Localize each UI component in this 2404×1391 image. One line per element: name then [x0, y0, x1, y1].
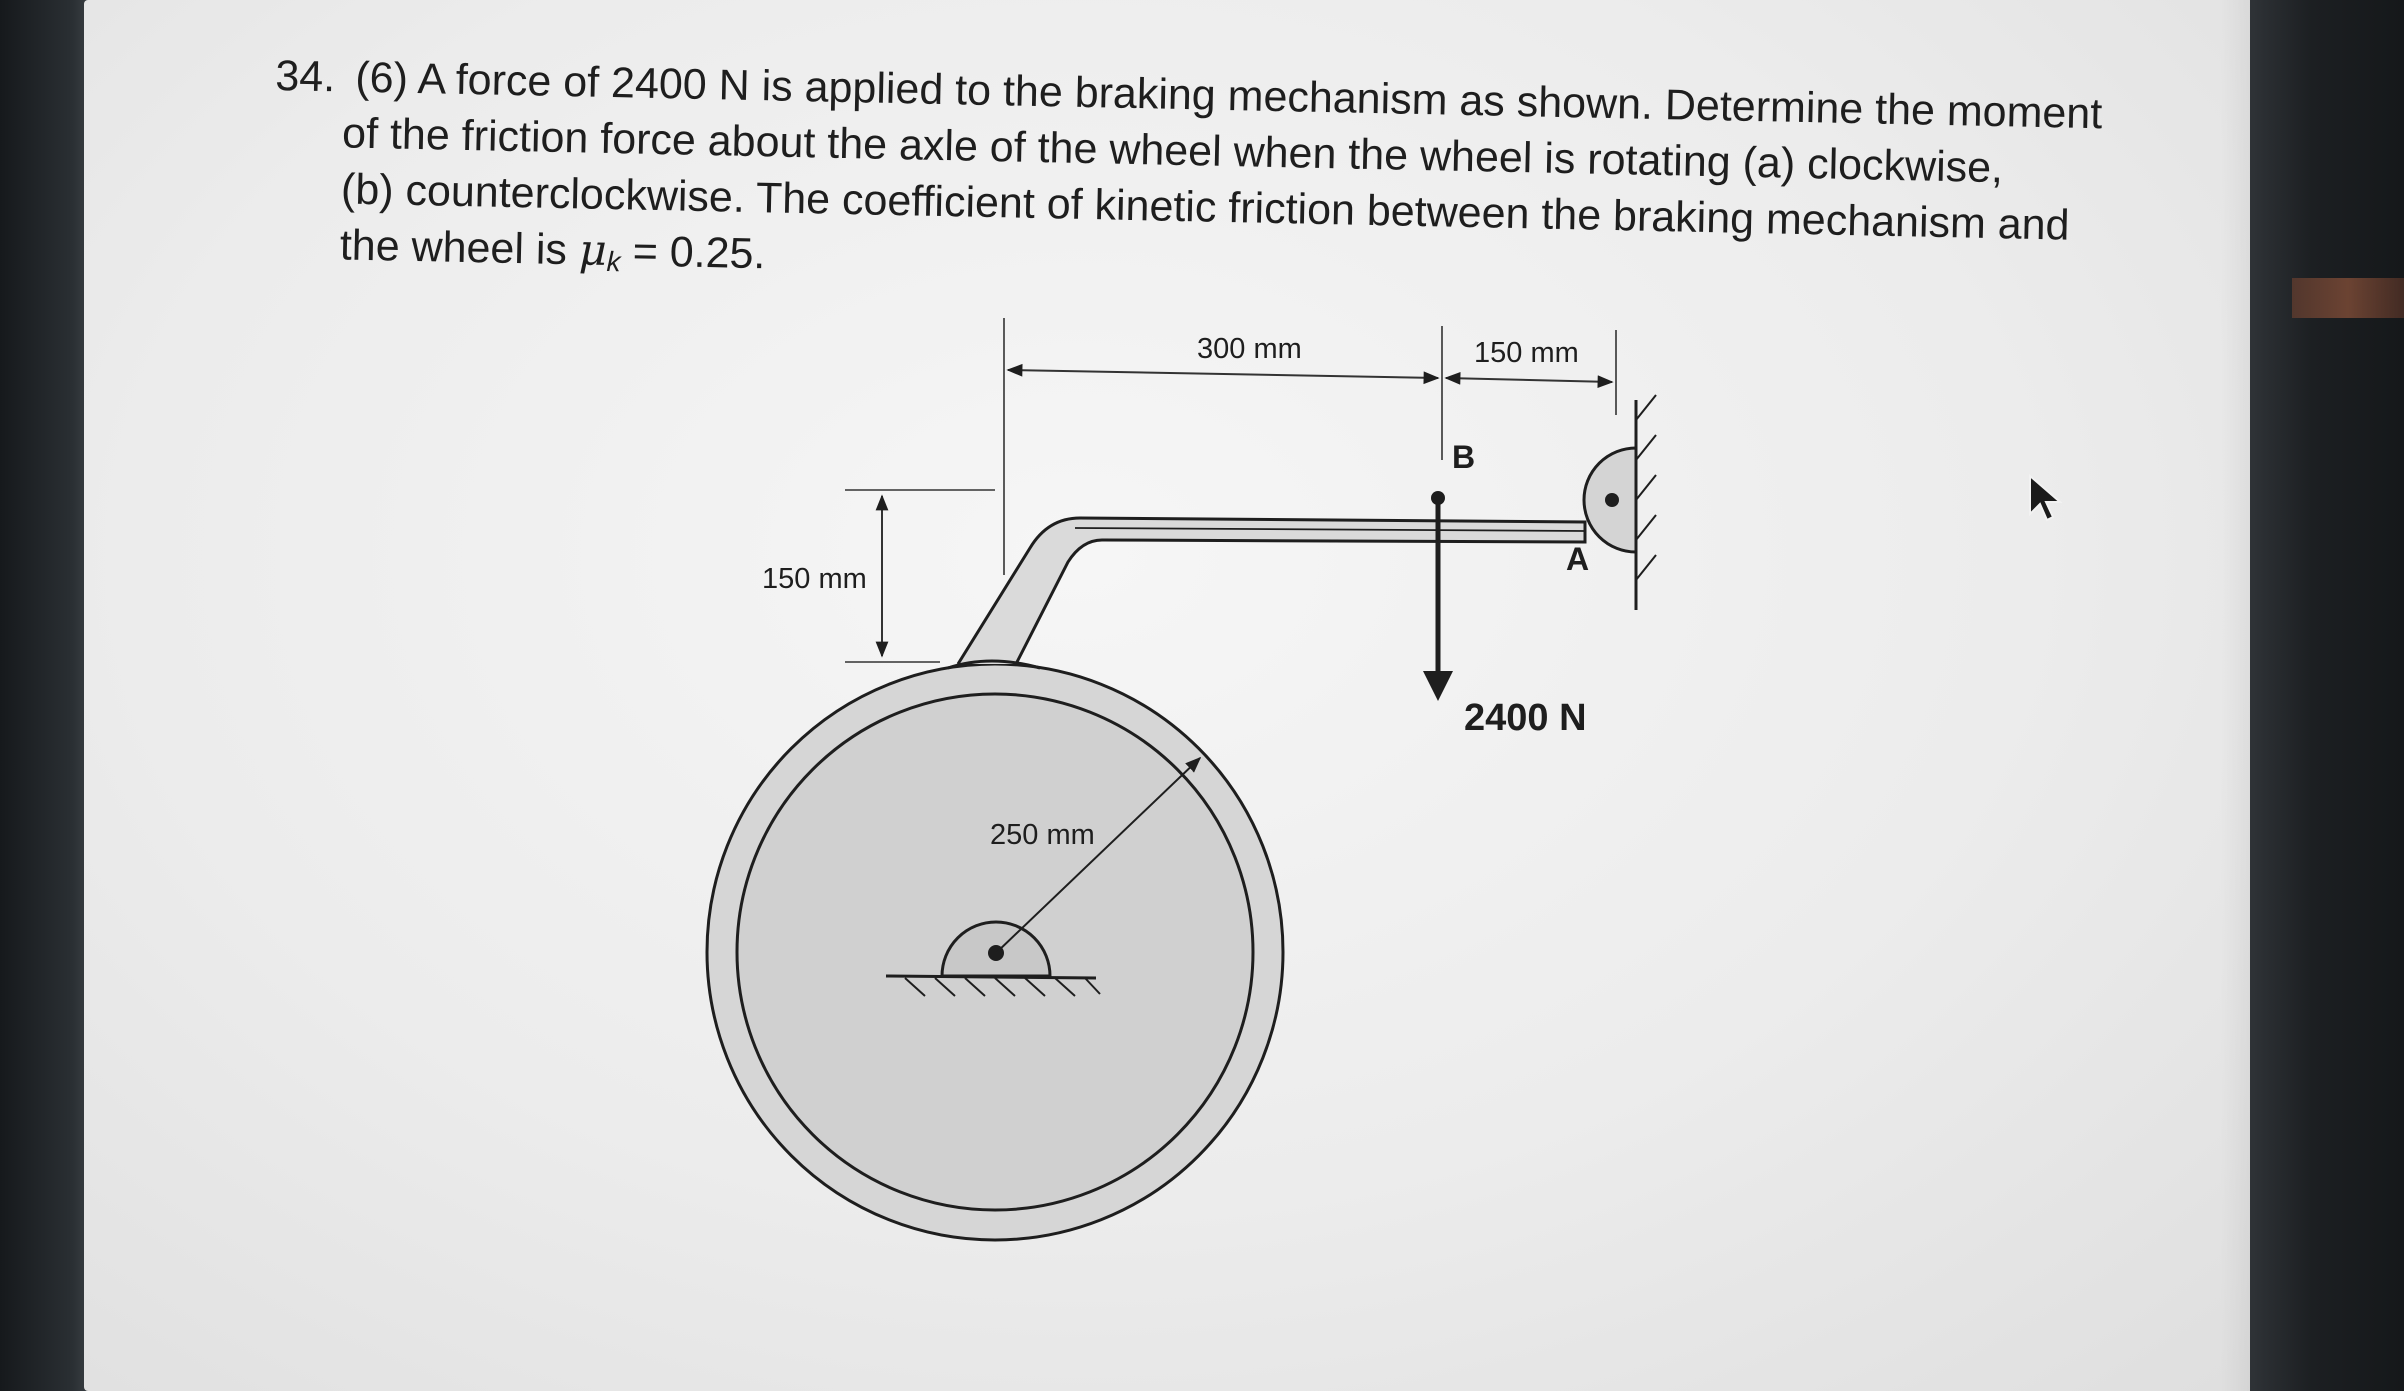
dim-300-label: 300 mm — [1197, 333, 1302, 365]
lever-centerline — [1074, 527, 1586, 532]
brake-lever — [956, 516, 1587, 665]
dim-150-top-label: 150 mm — [1474, 337, 1579, 369]
monitor-bezel-right — [2250, 0, 2404, 1391]
brake-pad — [947, 659, 1041, 670]
bezel-reflection — [2292, 278, 2404, 318]
mouse-pointer-icon — [2029, 474, 2063, 522]
hinge-support-icon — [1582, 394, 1657, 610]
monitor-bezel-left — [0, 0, 90, 1391]
extension-lines — [845, 318, 1617, 663]
point-B — [1431, 491, 1445, 505]
radius-line — [995, 756, 1202, 954]
dimension-arrows — [875, 363, 1614, 658]
force-label: 2400 N — [1464, 697, 1587, 739]
label-B: B — [1452, 439, 1475, 475]
label-A: A — [1566, 541, 1589, 577]
dim-150-left-label: 150 mm — [762, 563, 867, 595]
pin-support-icon — [885, 920, 1101, 997]
dim-250-label: 250 mm — [990, 819, 1095, 851]
